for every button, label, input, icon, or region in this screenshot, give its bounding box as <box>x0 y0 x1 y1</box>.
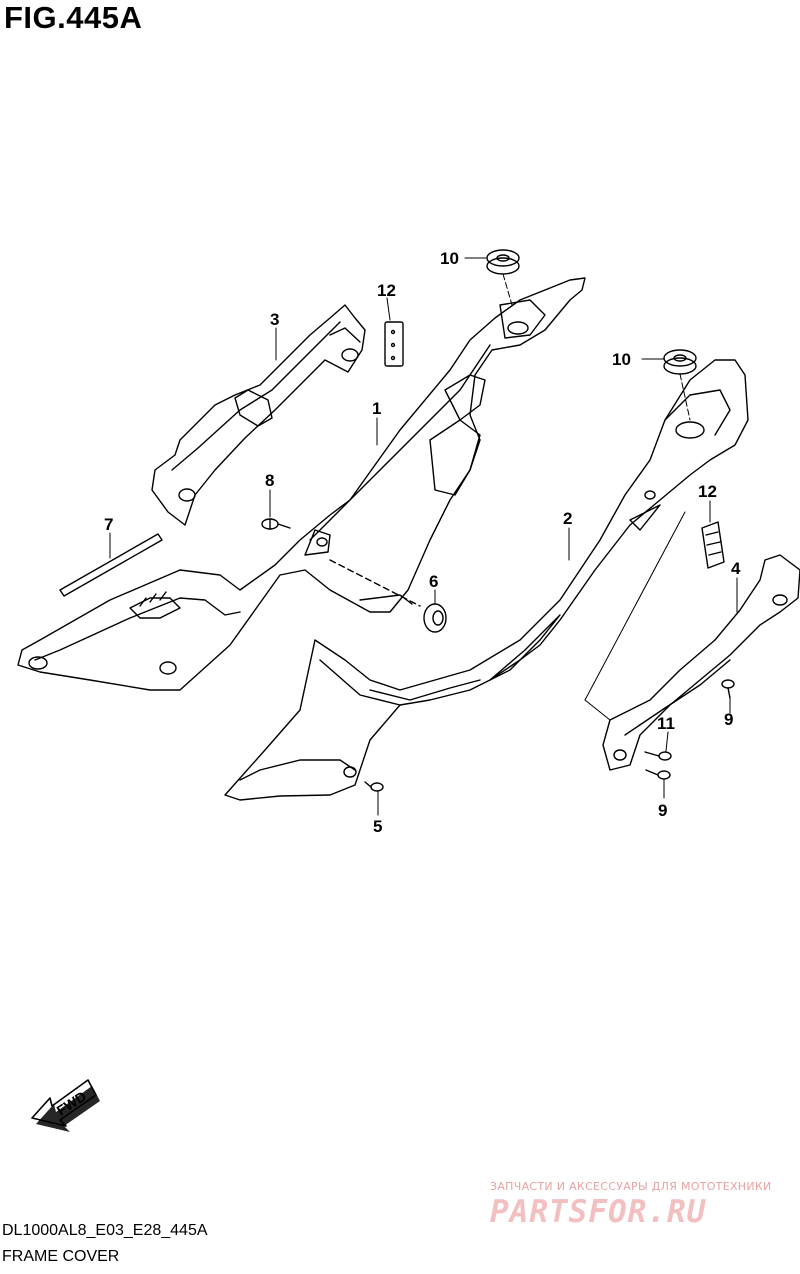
figure-description: FRAME COVER <box>2 1248 120 1265</box>
part-2-frame-cover-right <box>224 359 749 801</box>
part-12-clip-upper <box>384 321 404 367</box>
callout-12-lower: 12 <box>698 482 717 501</box>
callout-6: 6 <box>429 572 438 591</box>
figure-title: FIG.445A <box>4 0 143 35</box>
part-9-screw-upper <box>721 679 735 699</box>
callout-1: 1 <box>372 399 381 418</box>
figure-code: DL1000AL8_E03_E28_445A <box>2 1222 208 1239</box>
part-5-screw <box>364 781 384 792</box>
callout-7: 7 <box>104 515 113 534</box>
part-12-clip-lower <box>701 521 725 569</box>
leader-lines <box>109 257 738 816</box>
part-9-screw-lower <box>645 769 671 780</box>
callout-4: 4 <box>731 559 741 578</box>
part-10-grommet-lower <box>663 349 697 375</box>
callout-9-lower: 9 <box>658 801 667 820</box>
part-7-strip <box>59 533 163 597</box>
part-1-frame-cover-left <box>17 277 586 691</box>
callout-10-lower: 10 <box>612 350 631 369</box>
callout-3: 3 <box>270 310 279 329</box>
part-10-grommet-upper <box>486 249 520 275</box>
part-11-screw <box>644 751 672 761</box>
part-4-bracket <box>602 554 800 771</box>
callout-5: 5 <box>373 817 382 836</box>
callout-11: 11 <box>657 714 675 733</box>
part-8-screw <box>261 518 291 530</box>
watermark-tagline: ЗАПЧАСТИ И АКСЕССУАРЫ ДЛЯ МОТОТЕХНИКИ <box>490 1180 772 1193</box>
callout-2: 2 <box>563 509 572 528</box>
fwd-arrow-badge: FWD <box>31 1079 100 1132</box>
part-3-bracket <box>151 304 366 526</box>
callout-9-upper: 9 <box>724 710 733 729</box>
callout-8: 8 <box>265 471 274 490</box>
callout-10-upper: 10 <box>440 249 459 268</box>
watermark-brand: PARTSFOR.RU <box>490 1194 707 1230</box>
part-6-grommet <box>423 603 447 633</box>
callout-12-upper: 12 <box>377 281 396 300</box>
